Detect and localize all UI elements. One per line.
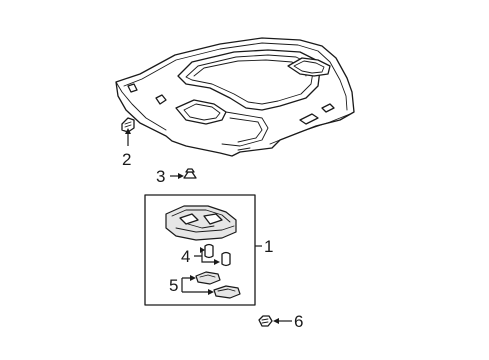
part-2-clip: 2	[121, 117, 135, 169]
part-1-lamp-assembly-box: 1 4 5	[144, 194, 273, 306]
part-3-retainer: 3	[156, 167, 197, 186]
callout-5: 5	[169, 276, 178, 295]
part-6-fastener: 6	[258, 312, 303, 331]
callout-4: 4	[181, 247, 190, 266]
callout-3: 3	[156, 167, 165, 186]
callout-1: 1	[264, 237, 273, 256]
callout-6: 6	[294, 312, 303, 331]
callout-2: 2	[122, 150, 131, 169]
headliner-illustration	[115, 37, 355, 157]
